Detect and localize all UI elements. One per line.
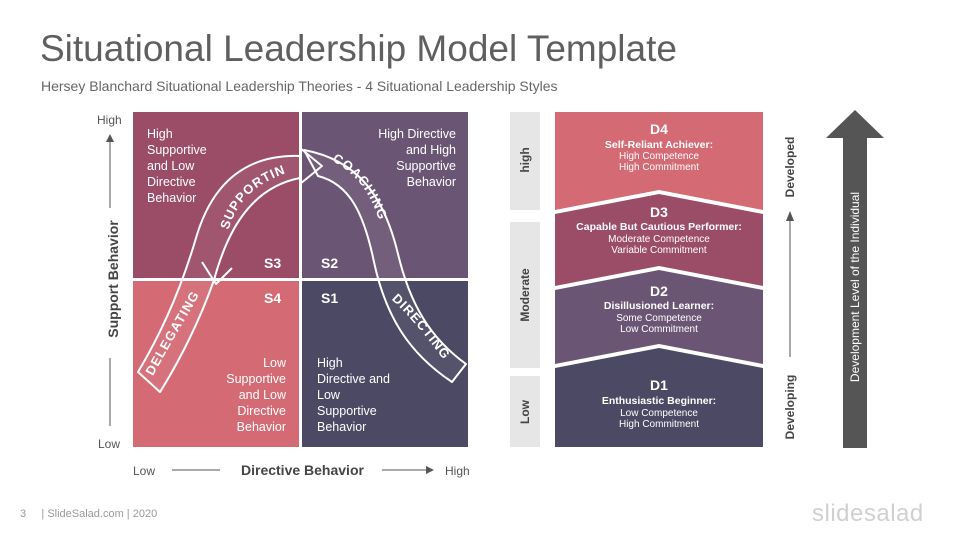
level-high-box bbox=[510, 112, 540, 210]
footer-page-number: 3 bbox=[20, 508, 27, 520]
d2-name: Disillusioned Learner: bbox=[603, 300, 715, 312]
d1-name: Enthusiastic Beginner: bbox=[601, 395, 717, 407]
x-axis-title: Directive Behavior bbox=[241, 462, 364, 478]
y-axis-low: Low bbox=[98, 437, 121, 451]
d4-name: Self-Reliant Achiever: bbox=[604, 139, 714, 151]
footer: 3 | SlideSalad.com | 2020 bbox=[20, 508, 157, 520]
level-moderate-box bbox=[510, 222, 540, 368]
developed-label: Developed bbox=[783, 136, 797, 198]
development-big-arrow bbox=[826, 110, 884, 448]
page-subtitle: Hersey Blanchard Situational Leadership … bbox=[41, 78, 558, 94]
x-axis-arrow bbox=[172, 466, 434, 474]
level-low-box bbox=[510, 376, 540, 447]
y-axis-high: High bbox=[97, 113, 122, 127]
page-title: Situational Leadership Model Template bbox=[40, 28, 677, 69]
d4-competence: High Competence bbox=[618, 151, 700, 162]
d4-code: D4 bbox=[650, 121, 668, 137]
brand-logo: slidesalad bbox=[812, 500, 924, 527]
quadrant-s4 bbox=[133, 281, 299, 447]
d3-commitment: Variable Commitment bbox=[611, 245, 707, 256]
chevron-d1 bbox=[555, 348, 763, 447]
label-s3: S3 bbox=[264, 255, 282, 271]
x-axis-high: High bbox=[445, 464, 470, 478]
d4-commitment: High Commitment bbox=[618, 162, 700, 173]
curve-arrowhead bbox=[299, 147, 323, 185]
chevron-d2 bbox=[555, 270, 763, 364]
curve-right-band bbox=[303, 149, 467, 383]
d3-competence: Moderate Competence bbox=[608, 234, 710, 245]
d2-competence: Some Competence bbox=[616, 313, 702, 324]
d2-commitment: Low Commitment bbox=[620, 324, 698, 335]
chevron-d3 bbox=[555, 194, 763, 286]
d1-code: D1 bbox=[650, 377, 668, 393]
development-axis-arrow bbox=[786, 211, 794, 357]
label-s4: S4 bbox=[264, 290, 282, 306]
d1-commitment: High Commitment bbox=[618, 419, 700, 430]
x-axis-low: Low bbox=[133, 464, 156, 478]
quadrant-s1 bbox=[302, 281, 468, 447]
label-s2: S2 bbox=[321, 255, 339, 271]
d3-name: Capable But Cautious Performer: bbox=[576, 221, 742, 233]
chevron-d4 bbox=[555, 112, 763, 210]
label-s1: S1 bbox=[321, 290, 339, 306]
y-axis-arrow bbox=[106, 134, 114, 426]
d1-competence: Low Competence bbox=[620, 408, 698, 419]
curve-arrowhead-left bbox=[201, 261, 233, 285]
quadrant-s2 bbox=[302, 112, 468, 278]
development-arrow-label: Development Level of the Individual bbox=[848, 191, 862, 383]
curve-left-band bbox=[137, 154, 301, 393]
d3-code: D3 bbox=[650, 204, 668, 220]
d2-code: D2 bbox=[650, 283, 668, 299]
footer-text: | SlideSalad.com | 2020 bbox=[41, 508, 158, 520]
